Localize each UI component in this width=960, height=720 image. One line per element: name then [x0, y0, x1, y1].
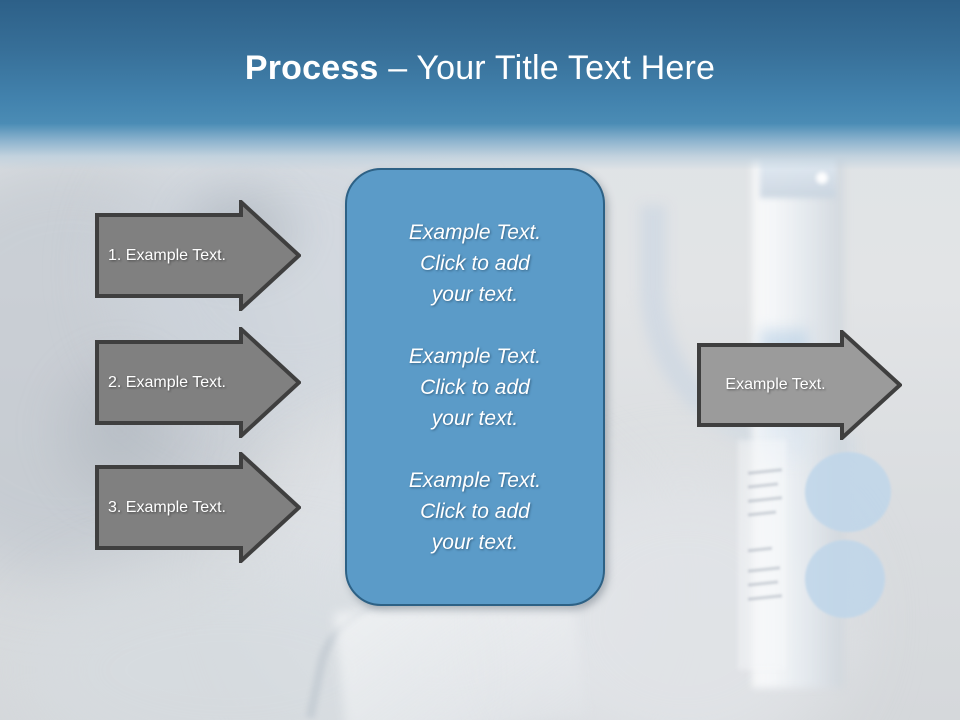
input-arrow-1-label: 1. Example Text. [108, 246, 226, 264]
output-arrow[interactable]: Example Text. [697, 330, 902, 440]
decorative-circle [805, 452, 891, 532]
input-arrow-3-label: 3. Example Text. [108, 498, 226, 516]
title-band-fade [0, 124, 960, 170]
input-arrow-2-label: 2. Example Text. [108, 373, 226, 391]
center-paragraph-1: Example Text. Click to add your text. [408, 220, 542, 306]
input-arrow-1[interactable]: 1. Example Text. [95, 200, 301, 311]
center-paragraph-3: Example Text. Click to add your text. [408, 468, 542, 554]
output-arrow-label: Example Text. [725, 376, 826, 393]
background-bottle-highlight [816, 172, 828, 184]
background-label-strip [738, 440, 786, 670]
input-arrow-2[interactable]: 2. Example Text. [95, 327, 301, 438]
title-band [0, 0, 960, 124]
page-title-bold: Process [244, 49, 379, 87]
decorative-circle [805, 540, 885, 618]
page-title: Process – Your Title Text Here [0, 48, 960, 88]
arrow-shape-icon [95, 200, 301, 311]
input-arrow-3[interactable]: 3. Example Text. [95, 452, 301, 563]
center-content-box[interactable]: Example Text. Click to add your text. Ex… [345, 168, 605, 606]
arrow-shape-icon [95, 452, 301, 563]
arrow-shape-icon [697, 330, 902, 440]
arrow-shape-icon [95, 327, 301, 438]
center-paragraph-2: Example Text. Click to add your text. [408, 344, 542, 430]
page-title-rest: – Your Title Text Here [378, 49, 716, 87]
